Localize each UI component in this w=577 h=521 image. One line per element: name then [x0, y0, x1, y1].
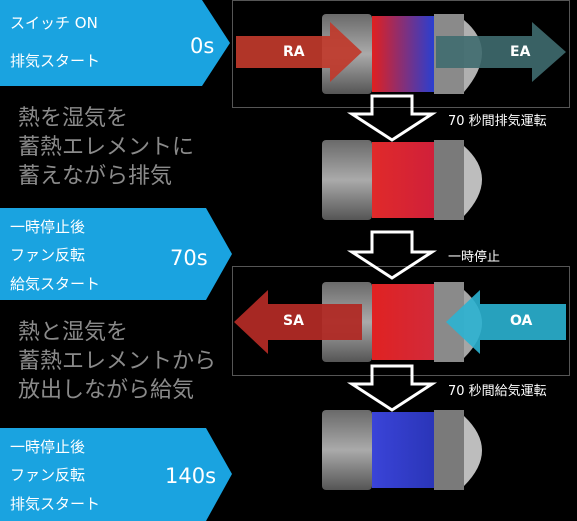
down-arrow-icon [346, 230, 438, 280]
description-line: 蓄えながら排気 [18, 164, 173, 189]
down-arrow-icon [346, 94, 438, 142]
step-line: ファン反転 [10, 466, 86, 484]
unit-paused-red [322, 140, 482, 220]
step-line: ファン反転 [10, 246, 86, 264]
ea-arrow [436, 22, 566, 82]
step-line: スイッチ ON [10, 14, 98, 32]
down-arrow-icon [346, 364, 438, 412]
step-box-shape [0, 428, 232, 521]
ra-label: RA [283, 44, 305, 60]
step-line: 一時停止後 [10, 438, 86, 456]
description-line: 蓄熱エレメントに [18, 135, 195, 160]
sa-arrow [234, 290, 362, 354]
step-line: 一時停止後 [10, 218, 86, 236]
ra-arrow [236, 22, 362, 82]
supply-stage-frame [232, 266, 570, 376]
step-box-exhaust-restart: 一時停止後 ファン反転 排気スタート 140s [0, 428, 232, 521]
step-box-switch-on: スイッチ ON 排気スタート 0s [0, 0, 232, 86]
step-time: 70s [170, 246, 208, 270]
description-line: 蓄熱エレメントから [18, 349, 217, 374]
transition-label-pause: 一時停止 [448, 250, 501, 265]
step-time: 0s [190, 34, 215, 58]
ea-label: EA [510, 44, 531, 60]
sa-label: SA [283, 313, 304, 329]
step-line: 給気スタート [10, 275, 101, 293]
description-supply: 熱と湿気を 蓄熱エレメントから 放出しながら給気 [18, 318, 216, 405]
step-box-shape [0, 0, 230, 86]
description-line: 熱と湿気を [18, 320, 129, 345]
description-line: 放出しながら給気 [18, 378, 195, 403]
oa-label: OA [510, 313, 533, 329]
step-box-supply-start: 一時停止後 ファン反転 給気スタート 70s [0, 208, 232, 300]
unit-blue [322, 410, 482, 490]
description-line: 熱を湿気を [18, 106, 129, 131]
description-exhaust: 熱を湿気を 蓄熱エレメントに 蓄えながら排気 [18, 104, 194, 191]
transition-label-exhaust: 70 秒間排気運転 [448, 114, 547, 129]
step-time: 140s [165, 464, 217, 488]
step-line: 排気スタート [10, 495, 101, 513]
exhaust-stage-frame [232, 0, 570, 108]
oa-arrow [446, 290, 566, 354]
step-line: 排気スタート [10, 52, 101, 70]
step-box-shape [0, 208, 232, 300]
transition-label-supply: 70 秒間給気運転 [448, 384, 547, 399]
